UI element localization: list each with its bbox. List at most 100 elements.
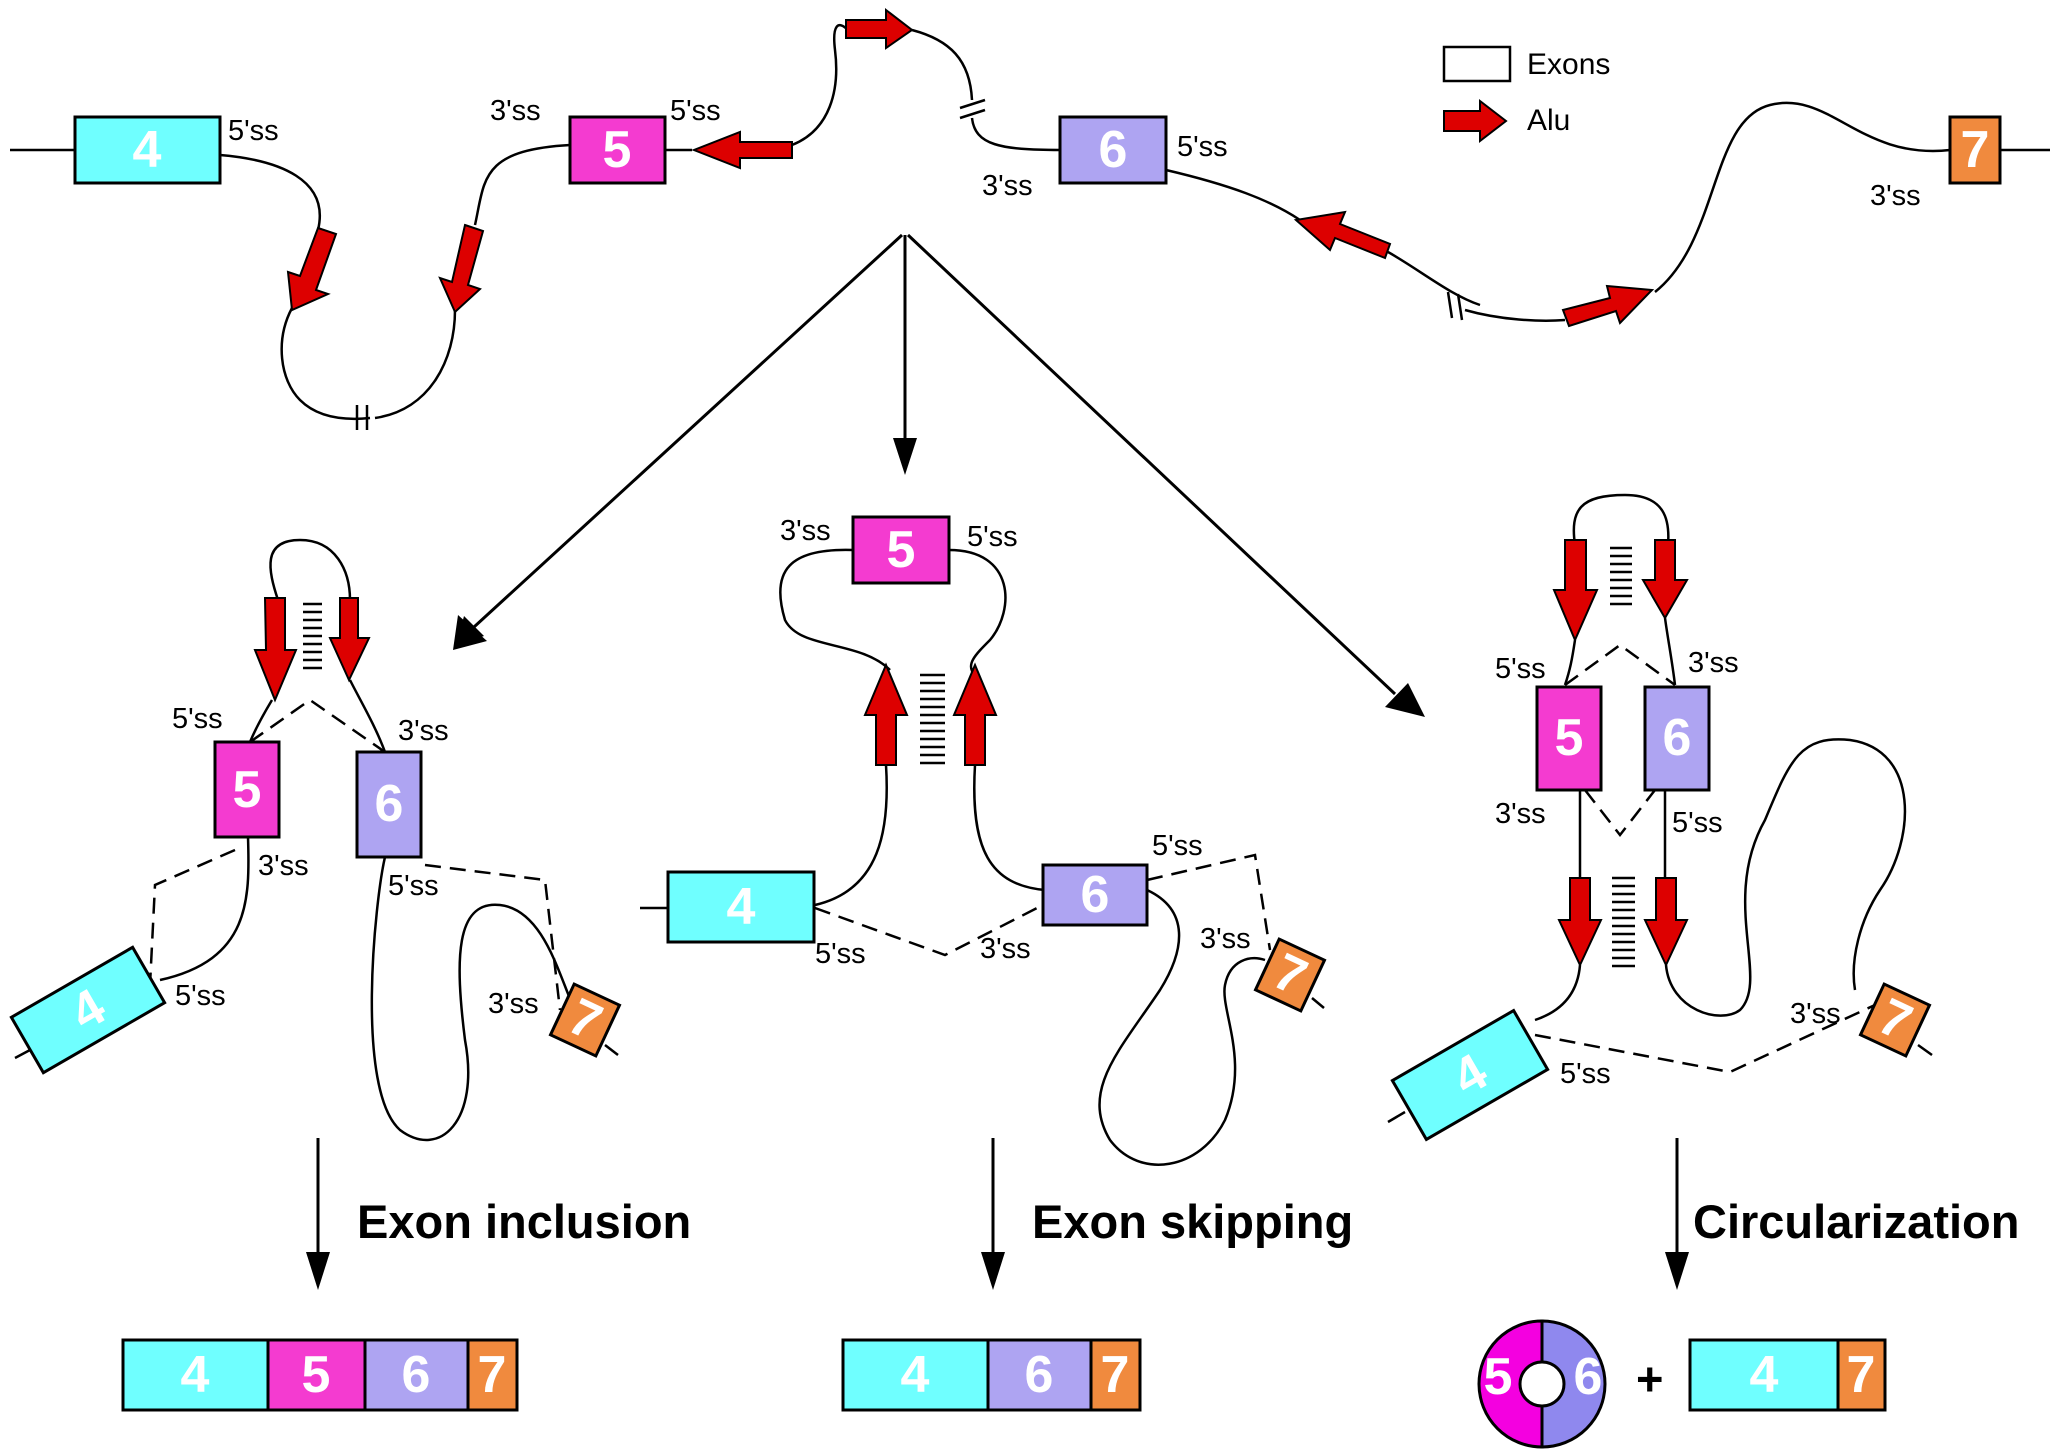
ss-label: 5'ss: [815, 938, 866, 970]
exon-6: [986, 1338, 1093, 1412]
arrowhead-icon: [1665, 1252, 1689, 1290]
arrowhead-icon: [981, 1252, 1005, 1290]
exon-4: [841, 1338, 990, 1412]
exon-6-label: 6: [1663, 709, 1692, 767]
exon-5-label: 5: [1484, 1348, 1513, 1406]
exon-7-label: 7: [1961, 121, 1990, 179]
exon-7-label: 7: [478, 1346, 507, 1404]
legend-exons-label: Exons: [1527, 48, 1610, 81]
outcome-circularization: Circularization 5 6 + 4 7: [1477, 1138, 2019, 1449]
exon-6-label: 6: [1025, 1346, 1054, 1404]
ss-label: 5'ss: [388, 870, 439, 902]
outcome-skipping: Exon skipping 4 6 7: [841, 1138, 1353, 1412]
ss-label: 3'ss: [490, 95, 541, 127]
alu-arrow-icon: [328, 597, 371, 683]
base-pairing: [920, 673, 945, 765]
exon-7: 7: [1253, 937, 1327, 1013]
outcome-inclusion-label: Exon inclusion: [357, 1195, 691, 1248]
ss-label: 5'ss: [1672, 807, 1723, 839]
arrowhead-icon: [306, 1252, 330, 1290]
exon-6: [1058, 115, 1168, 185]
exon-4-label: 4: [1750, 1346, 1779, 1404]
exon-5: [568, 115, 667, 185]
exon-5: [213, 740, 281, 839]
ss-label: 5'ss: [175, 980, 226, 1012]
exon-5-label: 5: [1555, 709, 1584, 767]
ss-label: 3'ss: [1790, 998, 1841, 1030]
alu-arrow-icon: [1561, 284, 1655, 328]
alu-arrow-icon: [863, 662, 909, 766]
ss-label: 3'ss: [1495, 798, 1546, 830]
exon-4: 4: [1390, 1008, 1550, 1142]
exon-4-label: 4: [727, 878, 756, 936]
exon-6-label: 6: [1574, 1348, 1603, 1406]
ss-label: 5'ss: [1495, 653, 1546, 685]
exon-4-label: 4: [133, 121, 162, 179]
exon-4-label: 4: [901, 1346, 930, 1404]
exon-6: [1643, 685, 1711, 792]
ss-label: 3'ss: [1200, 923, 1251, 955]
exon-6-label: 6: [375, 775, 404, 833]
exon-4: [1688, 1338, 1840, 1412]
ss-label: 3'ss: [398, 715, 449, 747]
exon-7: [466, 1338, 519, 1412]
base-pairing: [1610, 546, 1632, 606]
circular-rna: 5 6: [1477, 1319, 1607, 1449]
legend-alu-arrow-icon: [1443, 98, 1508, 144]
ss-label: 5'ss: [967, 521, 1018, 553]
alu-arrow-icon: [1641, 539, 1689, 620]
ss-label: 3'ss: [488, 988, 539, 1020]
exon-4: [666, 870, 816, 944]
exon-6-label: 6: [1081, 866, 1110, 924]
exon-4: 4: [9, 945, 167, 1075]
exon-7: 7: [1858, 982, 1932, 1058]
alu-arrow-icon: [691, 130, 793, 170]
alu-arrow-icon: [1557, 877, 1603, 968]
outcome-inclusion: Exon inclusion 4 5 6 7: [121, 1138, 691, 1412]
exon-7: [1089, 1338, 1142, 1412]
exon-5-label: 5: [603, 121, 632, 179]
legend-exon-swatch: [1442, 45, 1512, 83]
ss-label: 3'ss: [980, 933, 1031, 965]
alu-arrow-icon: [253, 597, 298, 703]
skipping-structure: 3'ss 5 5'ss 4 6 5'ss 3'ss 5'ss 3'ss: [640, 515, 1327, 1166]
exon-5-label: 5: [887, 521, 916, 579]
ss-label: 3'ss: [1870, 180, 1921, 212]
ss-label: 3'ss: [780, 515, 831, 547]
alu-arrow-icon: [286, 226, 338, 312]
exon-7-label: 7: [1847, 1346, 1876, 1404]
ss-label: 3'ss: [982, 170, 1033, 202]
circularization-structure: 5'ss 3'ss 5 6 3'ss 5'ss 4 5'ss 3'ss: [1387, 493, 1933, 1142]
exon-5-label: 5: [233, 761, 262, 819]
ss-label: 5'ss: [1560, 1058, 1611, 1090]
alu-arrow-icon: [1643, 877, 1689, 968]
inclusion-structure: 5'ss 3'ss 5 6 3'ss 5'ss 4 5'ss 3'ss 7: [9, 538, 622, 1142]
alu-arrow-icon: [845, 7, 914, 50]
outcome-skipping-label: Exon skipping: [1032, 1195, 1353, 1248]
outcome-circularization-label: Circularization: [1693, 1195, 2019, 1248]
exon-7: [1836, 1338, 1887, 1412]
exon-5-label: 5: [302, 1346, 331, 1404]
alu-arrow-icon: [438, 223, 485, 314]
exon-4: [73, 115, 222, 185]
exon-4-label: 4: [181, 1346, 210, 1404]
exon-7-label: 7: [1101, 1346, 1130, 1404]
arrowhead-icon: [893, 438, 917, 475]
branch-arrows: [453, 233, 1425, 717]
ss-label: 3'ss: [258, 850, 309, 882]
legend-alu-label: Alu: [1527, 104, 1570, 137]
alu-arrow-icon: [952, 662, 998, 766]
exon-6: [1041, 863, 1149, 927]
ss-label: 5'ss: [228, 115, 279, 147]
ss-label: 5'ss: [1152, 830, 1203, 862]
ss-label: 5'ss: [172, 703, 223, 735]
alu-arrow-icon: [1552, 539, 1599, 643]
ss-label: 5'ss: [670, 95, 721, 127]
exon-6-label: 6: [402, 1346, 431, 1404]
exon-5: [1535, 685, 1603, 792]
plus-sign: +: [1636, 1352, 1663, 1405]
ss-label: 3'ss: [1688, 647, 1739, 679]
legend: Exons Alu: [1442, 45, 1610, 144]
exon-6: [355, 750, 423, 859]
